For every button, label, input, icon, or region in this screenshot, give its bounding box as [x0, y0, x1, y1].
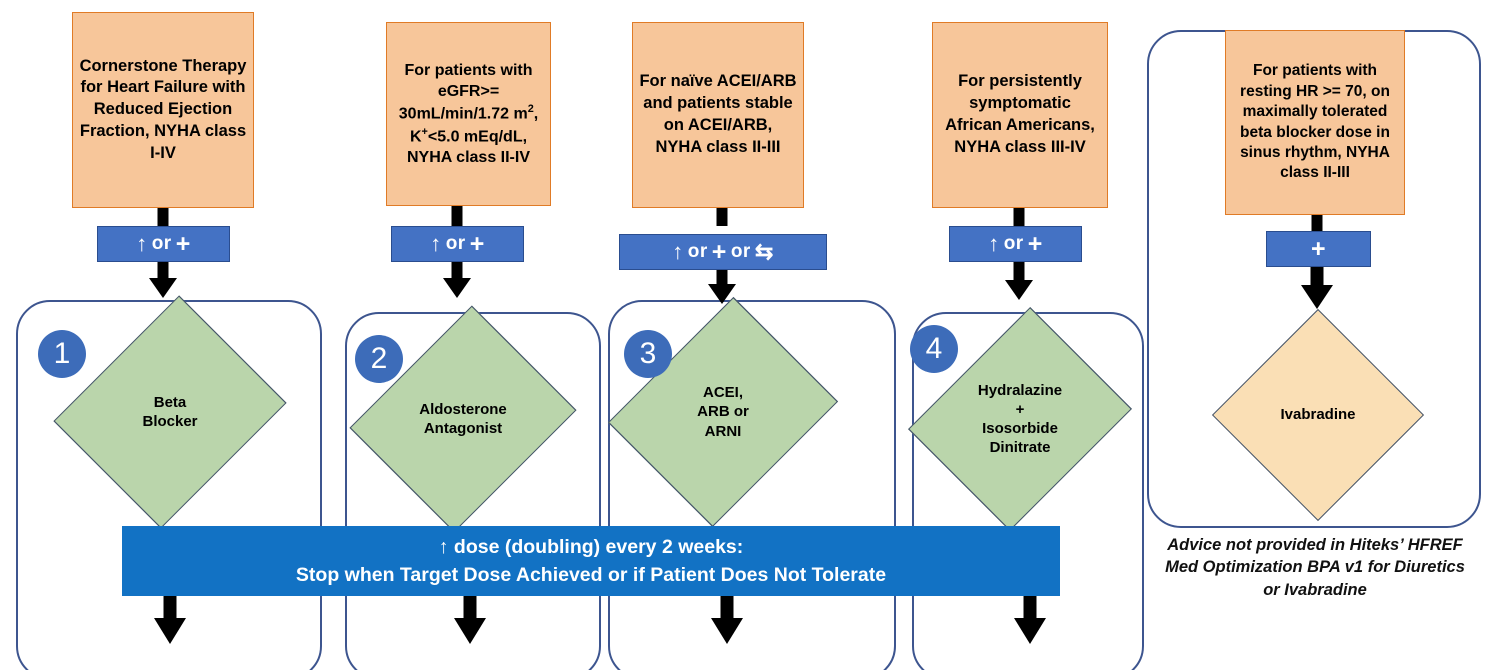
or-label: or: [1003, 233, 1024, 254]
ivabradine-footnote: Advice not provided in Hiteks’ HFREF Med…: [1165, 536, 1465, 599]
titration-line-2: Stop when Target Dose Achieved or if Pat…: [295, 564, 887, 586]
criteria-box-ivabradine: For patients with resting HR >= 70, on m…: [1225, 30, 1405, 215]
diamond-shape-ivabradine: [1211, 308, 1425, 522]
plus-icon: +: [175, 229, 191, 258]
action-banner-ivabradine: +: [1266, 231, 1371, 267]
action-banner-4: ↑or+: [949, 226, 1082, 262]
criteria-text-1: Cornerstone Therapy for Heart Failure wi…: [79, 56, 247, 162]
step-badge-2: 2: [355, 335, 403, 383]
plus-icon: +: [1310, 234, 1327, 263]
up-arrow-icon: ↑: [988, 231, 1000, 256]
criteria-text-2: For patients with eGFR>= 30mL/min/1.72 m…: [398, 61, 539, 166]
action-banner-1: ↑or+: [97, 226, 230, 262]
or-label: or: [730, 241, 751, 262]
plus-icon: +: [711, 237, 727, 266]
titration-banner: ↑ dose (doubling) every 2 weeks: Stop wh…: [122, 526, 1060, 596]
step-badge-1: 1: [38, 330, 86, 378]
action-banner-3: ↑ or + or ⇆: [619, 234, 827, 270]
up-arrow-icon: ↑: [430, 231, 442, 256]
action-banner-2: ↑or+: [391, 226, 524, 262]
criteria-box-3: For naïve ACEI/ARB and patients stable o…: [632, 22, 804, 208]
drug-diamond-2: Aldosterone Antagonist: [349, 305, 577, 533]
diamond-shape-1: [53, 295, 287, 529]
up-arrow-icon: ↑: [672, 239, 684, 264]
criteria-text-4: For persistently symptomatic African Ame…: [945, 72, 1095, 156]
step-badge-4: 4: [910, 325, 958, 373]
drug-diamond-1: Beta Blocker: [53, 295, 287, 529]
swap-icon: ⇆: [754, 239, 774, 264]
group-container-3: [608, 300, 896, 670]
drug-diamond-3: ACEI, ARB or ARNI: [607, 296, 839, 528]
drug-diamond-ivabradine: Ivabradine: [1211, 308, 1425, 522]
plus-icon: +: [469, 229, 485, 258]
criteria-box-2: For patients with eGFR>= 30mL/min/1.72 m…: [386, 22, 551, 206]
criteria-text-3: For naïve ACEI/ARB and patients stable o…: [639, 72, 797, 156]
titration-line-1: ↑ dose (doubling) every 2 weeks:: [438, 535, 744, 558]
criteria-box-4: For persistently symptomatic African Ame…: [932, 22, 1108, 208]
up-arrow-icon: ↑: [136, 231, 148, 256]
criteria-text-ivabradine: For patients with resting HR >= 70, on m…: [1240, 62, 1390, 182]
drug-diamond-4: Hydralazine + Isosorbide Dinitrate: [907, 306, 1133, 532]
or-label: or: [445, 233, 466, 254]
plus-icon: +: [1027, 229, 1043, 258]
step-badge-3: 3: [624, 330, 672, 378]
criteria-box-1: Cornerstone Therapy for Heart Failure wi…: [72, 12, 254, 208]
or-label: or: [151, 233, 172, 254]
or-label: or: [687, 241, 708, 262]
group-container-1: [16, 300, 322, 670]
